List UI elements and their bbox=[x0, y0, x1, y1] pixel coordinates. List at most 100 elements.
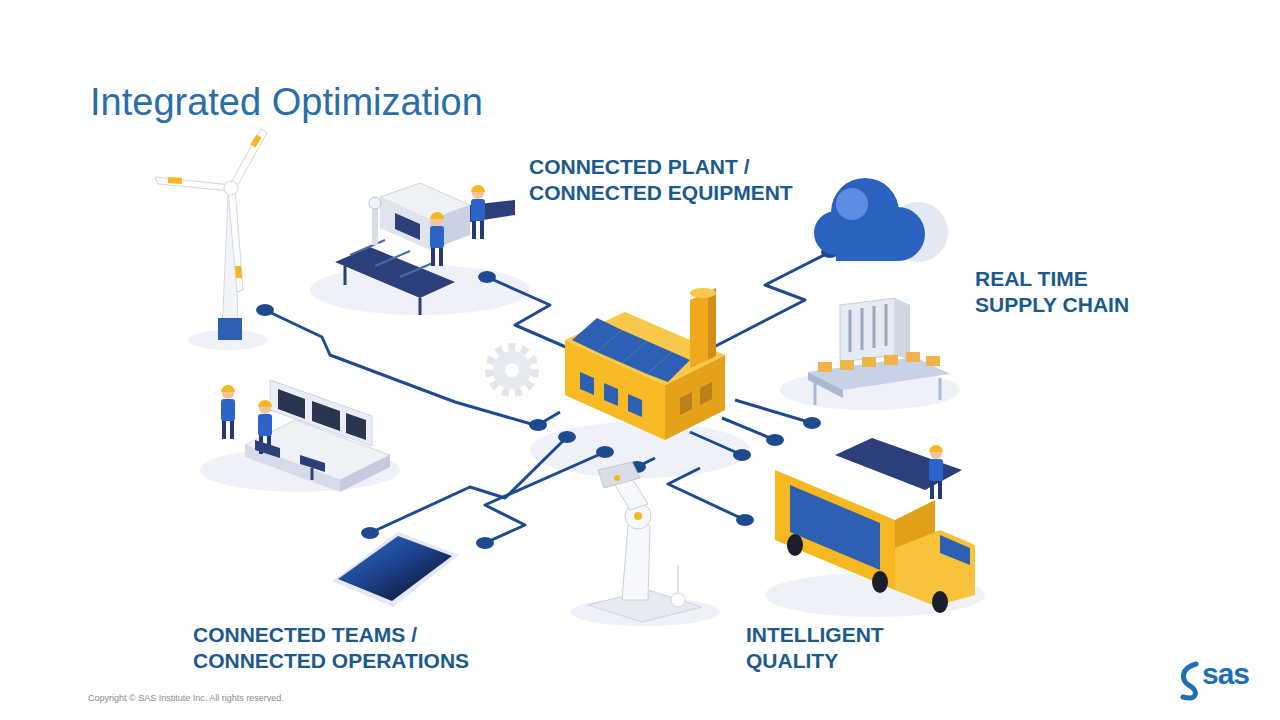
warehouse-conveyor bbox=[861, 308, 864, 350]
supply-chain-cloud bbox=[814, 178, 948, 262]
factory bbox=[647, 352, 690, 382]
factory bbox=[690, 292, 708, 368]
connected-equipment bbox=[372, 205, 378, 245]
warehouse-conveyor bbox=[939, 378, 942, 400]
worker-figure bbox=[929, 445, 943, 499]
wires bbox=[370, 437, 567, 533]
wires bbox=[485, 452, 605, 543]
delivery-truck bbox=[872, 571, 888, 593]
warehouse-conveyor bbox=[906, 352, 920, 362]
control-room bbox=[278, 389, 305, 419]
control-room bbox=[312, 401, 340, 431]
wind-turbine bbox=[228, 188, 243, 292]
ground-shadows bbox=[188, 265, 985, 626]
worker-figure bbox=[221, 385, 235, 439]
section-heading: REAL TIME SUPPLY CHAIN bbox=[975, 266, 1155, 318]
delivery-truck bbox=[940, 535, 970, 565]
wires bbox=[668, 468, 745, 520]
factory bbox=[708, 288, 716, 360]
wires bbox=[265, 252, 830, 543]
tablet-device bbox=[332, 532, 459, 607]
delivery-truck bbox=[915, 458, 925, 466]
wire-dots bbox=[256, 246, 839, 549]
tablet-device bbox=[338, 536, 452, 601]
wire-dots bbox=[558, 431, 576, 443]
connected-equipment bbox=[375, 251, 410, 266]
wires bbox=[722, 418, 775, 440]
wind-turbine bbox=[155, 129, 267, 340]
wires bbox=[735, 400, 812, 423]
wind-turbine bbox=[229, 129, 267, 190]
robot-arm bbox=[588, 462, 702, 622]
wire-dots bbox=[529, 419, 547, 431]
warehouse-conveyor bbox=[926, 356, 940, 366]
wire-dots bbox=[733, 449, 751, 461]
wire-dots bbox=[361, 527, 379, 539]
control-room bbox=[255, 440, 280, 458]
delivery-truck bbox=[787, 534, 803, 556]
factory bbox=[628, 394, 642, 417]
logo-mark bbox=[1183, 664, 1196, 698]
robot-arm bbox=[614, 475, 620, 481]
wire-dots bbox=[476, 537, 494, 549]
tablet-device bbox=[332, 532, 459, 607]
brand-logo: sas bbox=[1202, 657, 1249, 691]
warehouse-conveyor bbox=[814, 380, 817, 405]
supply-chain-cloud bbox=[836, 232, 898, 261]
warehouse-conveyor bbox=[873, 306, 876, 348]
gear-icon bbox=[489, 347, 535, 393]
factory bbox=[565, 288, 725, 440]
wind-turbine bbox=[168, 180, 182, 181]
logo-mark bbox=[1183, 664, 1196, 698]
factory bbox=[700, 382, 712, 405]
copyright-note: Copyright © SAS Institute Inc. All right… bbox=[88, 692, 284, 704]
section-heading: CONNECTED TEAMS / CONNECTED OPERATIONS bbox=[193, 622, 503, 674]
connected-equipment bbox=[335, 183, 515, 315]
worker-figure bbox=[471, 185, 485, 239]
section-heading: CONNECTED PLANT / CONNECTED EQUIPMENT bbox=[529, 154, 829, 206]
warehouse-conveyor bbox=[895, 298, 910, 360]
wind-turbine bbox=[155, 177, 231, 191]
wires bbox=[487, 277, 568, 348]
worker-figure bbox=[430, 212, 444, 266]
connected-equipment bbox=[380, 197, 430, 250]
delivery-truck bbox=[932, 591, 948, 613]
warehouse-conveyor bbox=[808, 298, 950, 405]
warehouse-conveyor bbox=[885, 304, 888, 346]
control-room bbox=[346, 413, 366, 440]
control-room bbox=[221, 380, 390, 492]
warehouse-conveyor bbox=[840, 298, 895, 362]
wind-turbine bbox=[238, 266, 239, 278]
wire-dots bbox=[478, 271, 496, 283]
connected-equipment bbox=[369, 197, 381, 209]
wires bbox=[708, 252, 830, 350]
robot-arm bbox=[622, 525, 650, 600]
warehouse-conveyor bbox=[818, 362, 832, 372]
wire-dots bbox=[736, 514, 754, 526]
warehouse-conveyor bbox=[849, 310, 852, 352]
factory bbox=[604, 383, 618, 406]
warehouse-conveyor bbox=[862, 357, 876, 367]
gear-icon bbox=[489, 347, 535, 393]
wires bbox=[690, 432, 742, 455]
robot-arm bbox=[677, 565, 679, 593]
factory bbox=[680, 392, 692, 415]
robot-arm bbox=[634, 512, 642, 520]
factory bbox=[580, 372, 594, 395]
robot-arm bbox=[671, 593, 685, 607]
slide-title: Integrated Optimization bbox=[90, 80, 483, 124]
wire-dots bbox=[766, 434, 784, 446]
connected-equipment bbox=[419, 298, 422, 315]
connected-equipment bbox=[350, 240, 385, 255]
connected-equipment bbox=[400, 262, 435, 277]
control-room bbox=[311, 468, 314, 480]
supply-chain-cloud bbox=[836, 188, 868, 220]
delivery-truck bbox=[790, 485, 880, 570]
wire-dots bbox=[596, 446, 614, 458]
wind-turbine bbox=[253, 136, 259, 146]
connected-equipment bbox=[344, 266, 347, 285]
gear-icon bbox=[493, 351, 531, 389]
connected-equipment bbox=[395, 213, 420, 240]
warehouse-conveyor bbox=[884, 355, 898, 365]
